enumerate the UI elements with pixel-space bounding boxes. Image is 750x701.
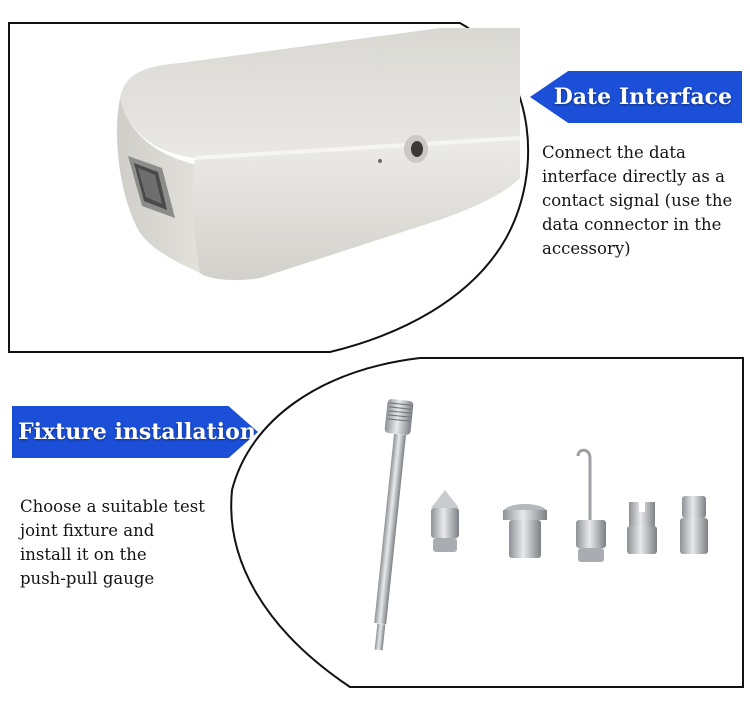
cone-tip-icon xyxy=(431,490,459,552)
date-interface-title: Date Interface xyxy=(553,84,732,110)
audio-jack-icon xyxy=(404,135,428,163)
description-line: contact signal (use the xyxy=(542,191,733,210)
fixture-installation-description: Choose a suitable test joint fixture and… xyxy=(20,495,220,591)
fixture-installation-banner: Fixture installation xyxy=(12,406,258,458)
description-line: Choose a suitable test xyxy=(20,497,205,516)
date-interface-banner: Date Interface xyxy=(530,71,742,123)
flat-head-icon xyxy=(503,504,547,558)
description-line: install it on the xyxy=(20,545,147,564)
fixture-installation-title: Fixture installation xyxy=(18,419,256,445)
extension-rod-icon xyxy=(374,399,414,651)
description-line: interface directly as a xyxy=(542,167,725,186)
hook-icon xyxy=(576,448,606,562)
test-fixtures-photo xyxy=(374,399,708,651)
serial-port-icon xyxy=(128,156,175,218)
description-line: Connect the data xyxy=(542,143,686,162)
date-interface-description: Connect the data interface directly as a… xyxy=(542,141,742,261)
fixture-panel-frame xyxy=(230,357,744,688)
device-port-photo xyxy=(116,28,520,281)
description-line: push-pull gauge xyxy=(20,569,155,588)
flat-tip-icon xyxy=(680,496,708,554)
notched-head-icon xyxy=(627,502,657,554)
description-line: data connector in the xyxy=(542,215,722,234)
description-line: joint fixture and xyxy=(20,521,155,540)
description-line: accessory) xyxy=(542,239,631,258)
